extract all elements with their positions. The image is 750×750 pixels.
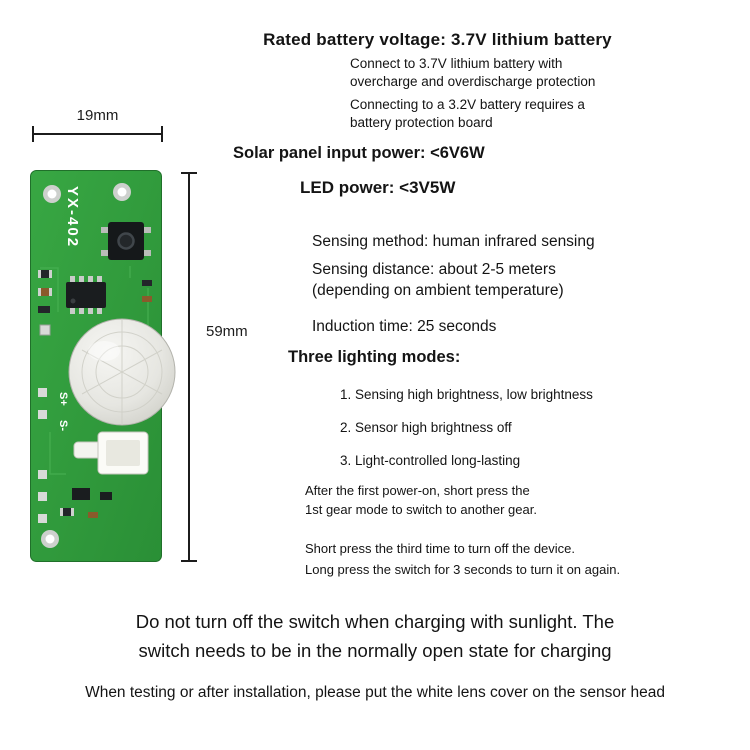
lighting-mode-1: 1. Sensing high brightness, low brightne…	[340, 387, 593, 402]
dimension-height-label: 59mm	[206, 323, 248, 340]
spec-battery-note-2: Connecting to a 3.2V battery requires a …	[350, 97, 585, 131]
spec-induction-time: Induction time: 25 seconds	[312, 318, 497, 335]
smd-components	[38, 270, 152, 336]
spec-modes-title: Three lighting modes:	[288, 348, 461, 366]
lighting-modes-list: 1. Sensing high brightness, low brightne…	[340, 387, 593, 486]
dimension-height-line	[181, 172, 197, 562]
dimension-width-line-bar	[34, 133, 161, 135]
pcb-terminal-label-sminus: S-	[57, 420, 69, 431]
pcb-model-label: YX-402	[64, 186, 81, 248]
spec-note-turn-off: Short press the third time to turn off t…	[305, 541, 621, 577]
tact-switch	[101, 222, 151, 260]
ic-chip	[66, 276, 106, 314]
lighting-mode-3: 3. Light-controlled long-lasting	[340, 453, 521, 468]
mounting-holes	[41, 183, 131, 548]
dimension-width-label: 19mm	[76, 107, 119, 124]
jst-connector	[73, 431, 149, 475]
spec-sensing-distance: Sensing distance: about 2-5 meters (depe…	[312, 261, 564, 299]
spec-battery-title: Rated battery voltage: 3.7V lithium batt…	[263, 30, 612, 49]
lighting-mode-2: 2. Sensor high brightness off	[340, 420, 512, 435]
dimension-height-line-bar	[188, 174, 190, 560]
bottom-components	[38, 470, 112, 523]
dome-highlight	[88, 341, 120, 361]
spec-led-power: LED power: <3V5W	[300, 178, 456, 197]
solder-pads	[38, 388, 47, 419]
footer-lens-cover-tip: When testing or after installation, plea…	[85, 684, 665, 701]
spec-battery-note-1: Connect to 3.7V lithium battery with ove…	[350, 56, 596, 90]
pcb-terminal-label-splus: S+	[57, 392, 69, 406]
dimension-width-line	[32, 126, 163, 142]
spec-solar-power: Solar panel input power: <6V6W	[233, 144, 485, 162]
spec-note-power-on: After the first power-on, short press th…	[305, 483, 537, 517]
pcb-board-image: YX-402	[30, 170, 176, 562]
spec-sensing-method: Sensing method: human infrared sensing	[312, 233, 595, 250]
pir-sensor-dome	[68, 318, 176, 426]
tact-switch-button	[117, 232, 135, 250]
footer-charging-warning: Do not turn off the switch when charging…	[135, 611, 615, 661]
